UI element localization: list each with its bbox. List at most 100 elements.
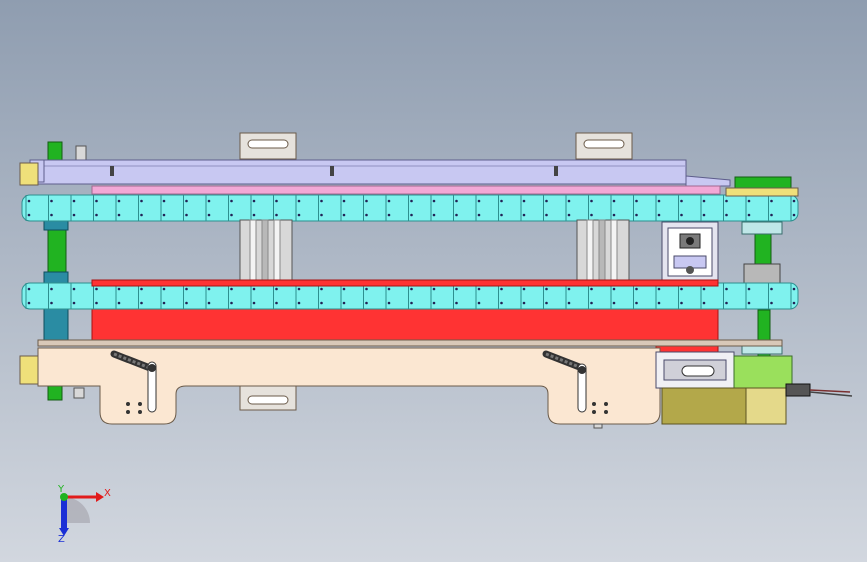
top-mount-bracket-right[interactable]	[575, 132, 633, 160]
chain-pin	[117, 301, 121, 305]
chain-pin	[95, 213, 98, 217]
top-mount-bracket-left[interactable]	[239, 132, 297, 160]
left-end-block-top[interactable]	[19, 162, 39, 186]
chain-pin	[680, 287, 683, 291]
chain-pin	[612, 199, 616, 203]
red-conveyor-panel[interactable]	[91, 305, 719, 343]
chain-pin	[432, 301, 436, 305]
chain-pin	[185, 213, 188, 217]
triad-z-label: Z	[58, 534, 65, 545]
chain-pin	[27, 287, 31, 291]
conveyor-assembly-model[interactable]	[19, 132, 853, 429]
chain-pin	[162, 301, 166, 305]
chain-pin	[680, 199, 683, 203]
red-top-strip[interactable]	[91, 279, 719, 287]
chain-pin	[792, 213, 796, 217]
chain-pin	[387, 199, 391, 203]
chain-pin	[725, 287, 728, 291]
chain-pin	[500, 199, 503, 203]
chain-pin	[72, 287, 76, 291]
chain-pin	[297, 213, 301, 217]
chain-pin	[320, 213, 323, 217]
drive-motor-unit[interactable]	[655, 351, 853, 425]
chain-pin	[387, 213, 391, 217]
chain-pin	[657, 199, 661, 203]
chain-pin	[770, 287, 773, 291]
chain-pin	[635, 199, 638, 203]
clamp-lever-right[interactable]	[542, 350, 608, 429]
chain-pin	[635, 287, 638, 291]
chain-pin	[545, 213, 548, 217]
triad-x-arrowhead	[96, 492, 104, 502]
top-pink-strip[interactable]	[91, 185, 721, 195]
chain-pin	[747, 287, 751, 291]
chain-pin	[747, 301, 751, 305]
orientation-triad[interactable]: X Y Z	[57, 484, 111, 545]
chain-pin	[680, 301, 683, 305]
left-drive-shaft[interactable]	[43, 141, 87, 401]
chain-pin	[230, 287, 233, 291]
chain-pin	[410, 199, 413, 203]
chain-pin	[725, 199, 728, 203]
chain-pin	[432, 213, 436, 217]
chain-pin	[702, 301, 706, 305]
chain-pin	[770, 213, 773, 217]
chain-pin	[162, 213, 166, 217]
support-column-right[interactable]	[576, 219, 630, 283]
chain-pin	[410, 213, 413, 217]
chain-pin	[207, 213, 211, 217]
chain-pin	[162, 287, 166, 291]
chain-pin	[522, 287, 526, 291]
chain-pin	[117, 213, 121, 217]
chain-pin	[342, 213, 346, 217]
chain-pin	[770, 199, 773, 203]
chain-pin	[387, 287, 391, 291]
chain-pin	[207, 199, 211, 203]
chain-pin	[567, 199, 571, 203]
chain-body	[21, 194, 799, 222]
chain-pin	[95, 199, 98, 203]
chain-pin	[702, 213, 706, 217]
chain-pin	[275, 287, 278, 291]
chain-pin	[432, 287, 436, 291]
chain-pin	[792, 287, 796, 291]
right-drive-shaft[interactable]	[725, 176, 799, 359]
chain-pin	[432, 199, 436, 203]
chain-pin	[252, 213, 256, 217]
support-column-left[interactable]	[239, 219, 293, 283]
chain-tensioner-block[interactable]	[661, 221, 719, 283]
lower-chain-belt[interactable]	[21, 282, 799, 310]
chain-pin	[72, 301, 76, 305]
chain-pin	[477, 213, 481, 217]
chain-pin	[387, 301, 391, 305]
upper-chain-belt[interactable]	[21, 194, 799, 222]
chain-pin	[320, 199, 323, 203]
clamp-lever-left[interactable]	[110, 350, 157, 414]
chain-pin	[342, 287, 346, 291]
base-frame[interactable]	[19, 339, 783, 425]
chain-pin	[702, 199, 706, 203]
top-guide-rail[interactable]	[29, 159, 731, 187]
chain-pin	[770, 301, 773, 305]
chain-pin	[185, 199, 188, 203]
chain-pin	[567, 213, 571, 217]
chain-pin	[612, 301, 616, 305]
chain-pin	[590, 199, 593, 203]
chain-pin	[567, 287, 571, 291]
chain-pin	[792, 199, 796, 203]
chain-pin	[545, 301, 548, 305]
chain-pin	[455, 213, 458, 217]
chain-pin	[230, 301, 233, 305]
bottom-mount-bracket[interactable]	[239, 385, 297, 411]
chain-pin	[477, 199, 481, 203]
chain-pin	[702, 287, 706, 291]
chain-pin	[590, 213, 593, 217]
triad-y-label: Y	[57, 484, 65, 495]
chain-pin	[365, 287, 368, 291]
chain-pin	[657, 287, 661, 291]
chain-pin	[455, 287, 458, 291]
chain-pin	[522, 213, 526, 217]
chain-pin	[522, 199, 526, 203]
